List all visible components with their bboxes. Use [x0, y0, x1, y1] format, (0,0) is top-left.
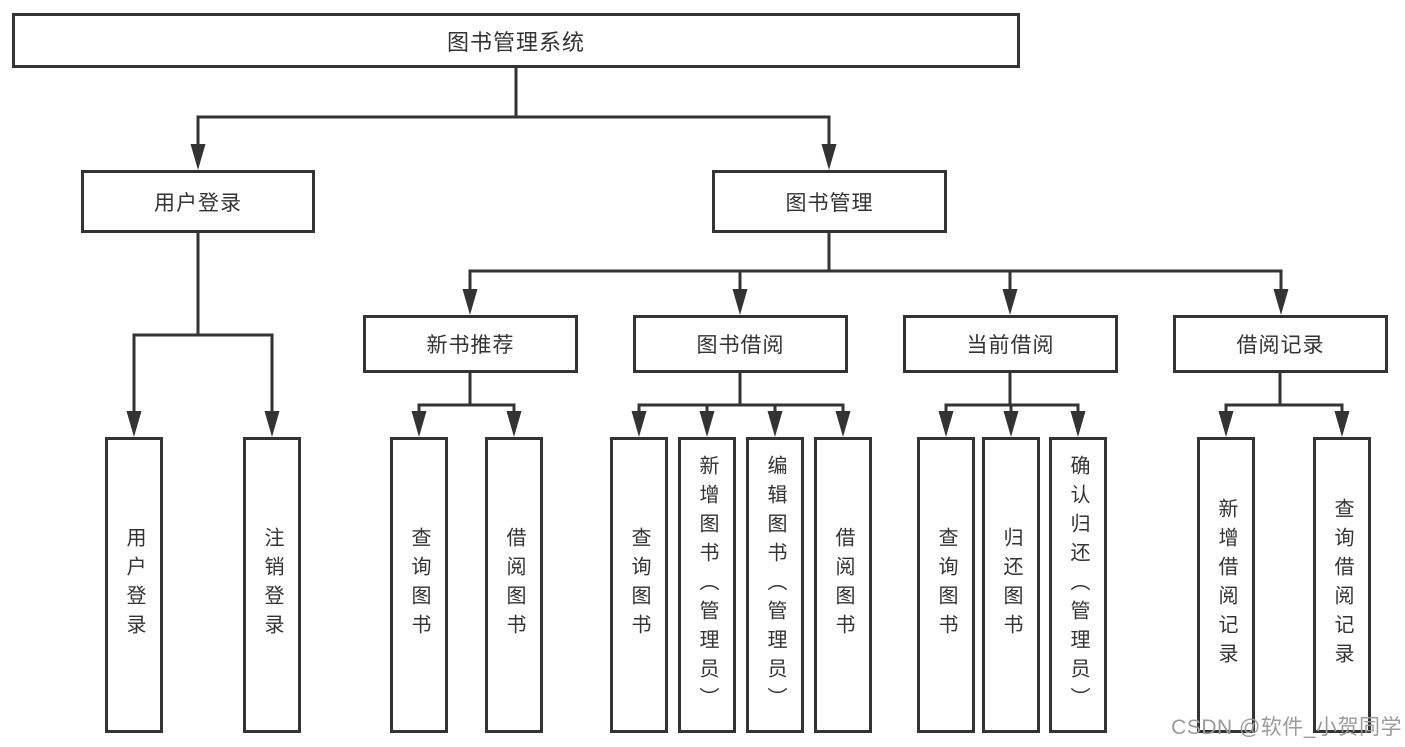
node-book-management: 图书管理	[712, 170, 947, 233]
leaf-query-borrow-record-label: 查询借阅记录	[1331, 498, 1353, 672]
node-current-borrowing-label: 当前借阅	[966, 334, 1055, 357]
node-new-book-recommendation: 新书推荐	[363, 315, 578, 373]
leaf-add-borrow-record: 新增借阅记录	[1197, 437, 1255, 733]
leaf-query-borrow-record: 查询借阅记录	[1313, 437, 1371, 733]
node-borrowing-records-label: 借阅记录	[1236, 334, 1325, 357]
leaf-logout: 注销登录	[243, 437, 301, 733]
leaf-confirm-return-admin: 确认归还（管理员）	[1049, 437, 1107, 733]
leaf-logout-label: 注销登录	[261, 527, 283, 643]
leaf-return-books-label: 归还图书	[1000, 527, 1022, 643]
watermark: CSDN @软件_小贺同学	[1171, 716, 1402, 739]
node-book-management-label: 图书管理	[785, 191, 874, 215]
node-book-borrowing: 图书借阅	[633, 315, 848, 373]
leaf-confirm-return-admin-label: 确认归还（管理员）	[1067, 454, 1089, 716]
leaf-user-login: 用户登录	[105, 437, 163, 733]
leaf-edit-books-admin-label: 编辑图书（管理员）	[764, 454, 786, 716]
node-user-login-label: 用户登录	[154, 191, 242, 215]
leaf-query-books-current: 查询图书	[917, 437, 975, 733]
leaf-borrow-books-borrowing-label: 借阅图书	[832, 527, 854, 643]
node-user-login: 用户登录	[81, 170, 315, 233]
leaf-query-books-borrowing: 查询图书	[610, 437, 668, 733]
leaf-user-login-label: 用户登录	[123, 527, 145, 643]
leaf-borrow-books-recommend: 借阅图书	[485, 437, 543, 733]
leaf-borrow-books-borrowing: 借阅图书	[814, 437, 872, 733]
leaf-query-books-current-label: 查询图书	[935, 527, 957, 643]
leaf-borrow-books-recommend-label: 借阅图书	[503, 527, 525, 643]
leaf-query-books-borrowing-label: 查询图书	[628, 527, 650, 643]
node-current-borrowing: 当前借阅	[903, 315, 1118, 373]
leaf-return-books: 归还图书	[982, 437, 1040, 733]
leaf-query-books-recommend-label: 查询图书	[408, 527, 430, 643]
leaf-add-books-admin: 新增图书（管理员）	[678, 437, 736, 733]
node-root-label: 图书管理系统	[446, 29, 585, 55]
node-root: 图书管理系统	[12, 13, 1020, 68]
node-new-book-recommendation-label: 新书推荐	[426, 334, 515, 357]
leaf-add-borrow-record-label: 新增借阅记录	[1215, 498, 1237, 672]
leaf-edit-books-admin: 编辑图书（管理员）	[746, 437, 804, 733]
node-borrowing-records: 借阅记录	[1173, 315, 1388, 373]
leaf-query-books-recommend: 查询图书	[390, 437, 448, 733]
node-book-borrowing-label: 图书借阅	[696, 334, 785, 357]
leaf-add-books-admin-label: 新增图书（管理员）	[696, 454, 718, 716]
